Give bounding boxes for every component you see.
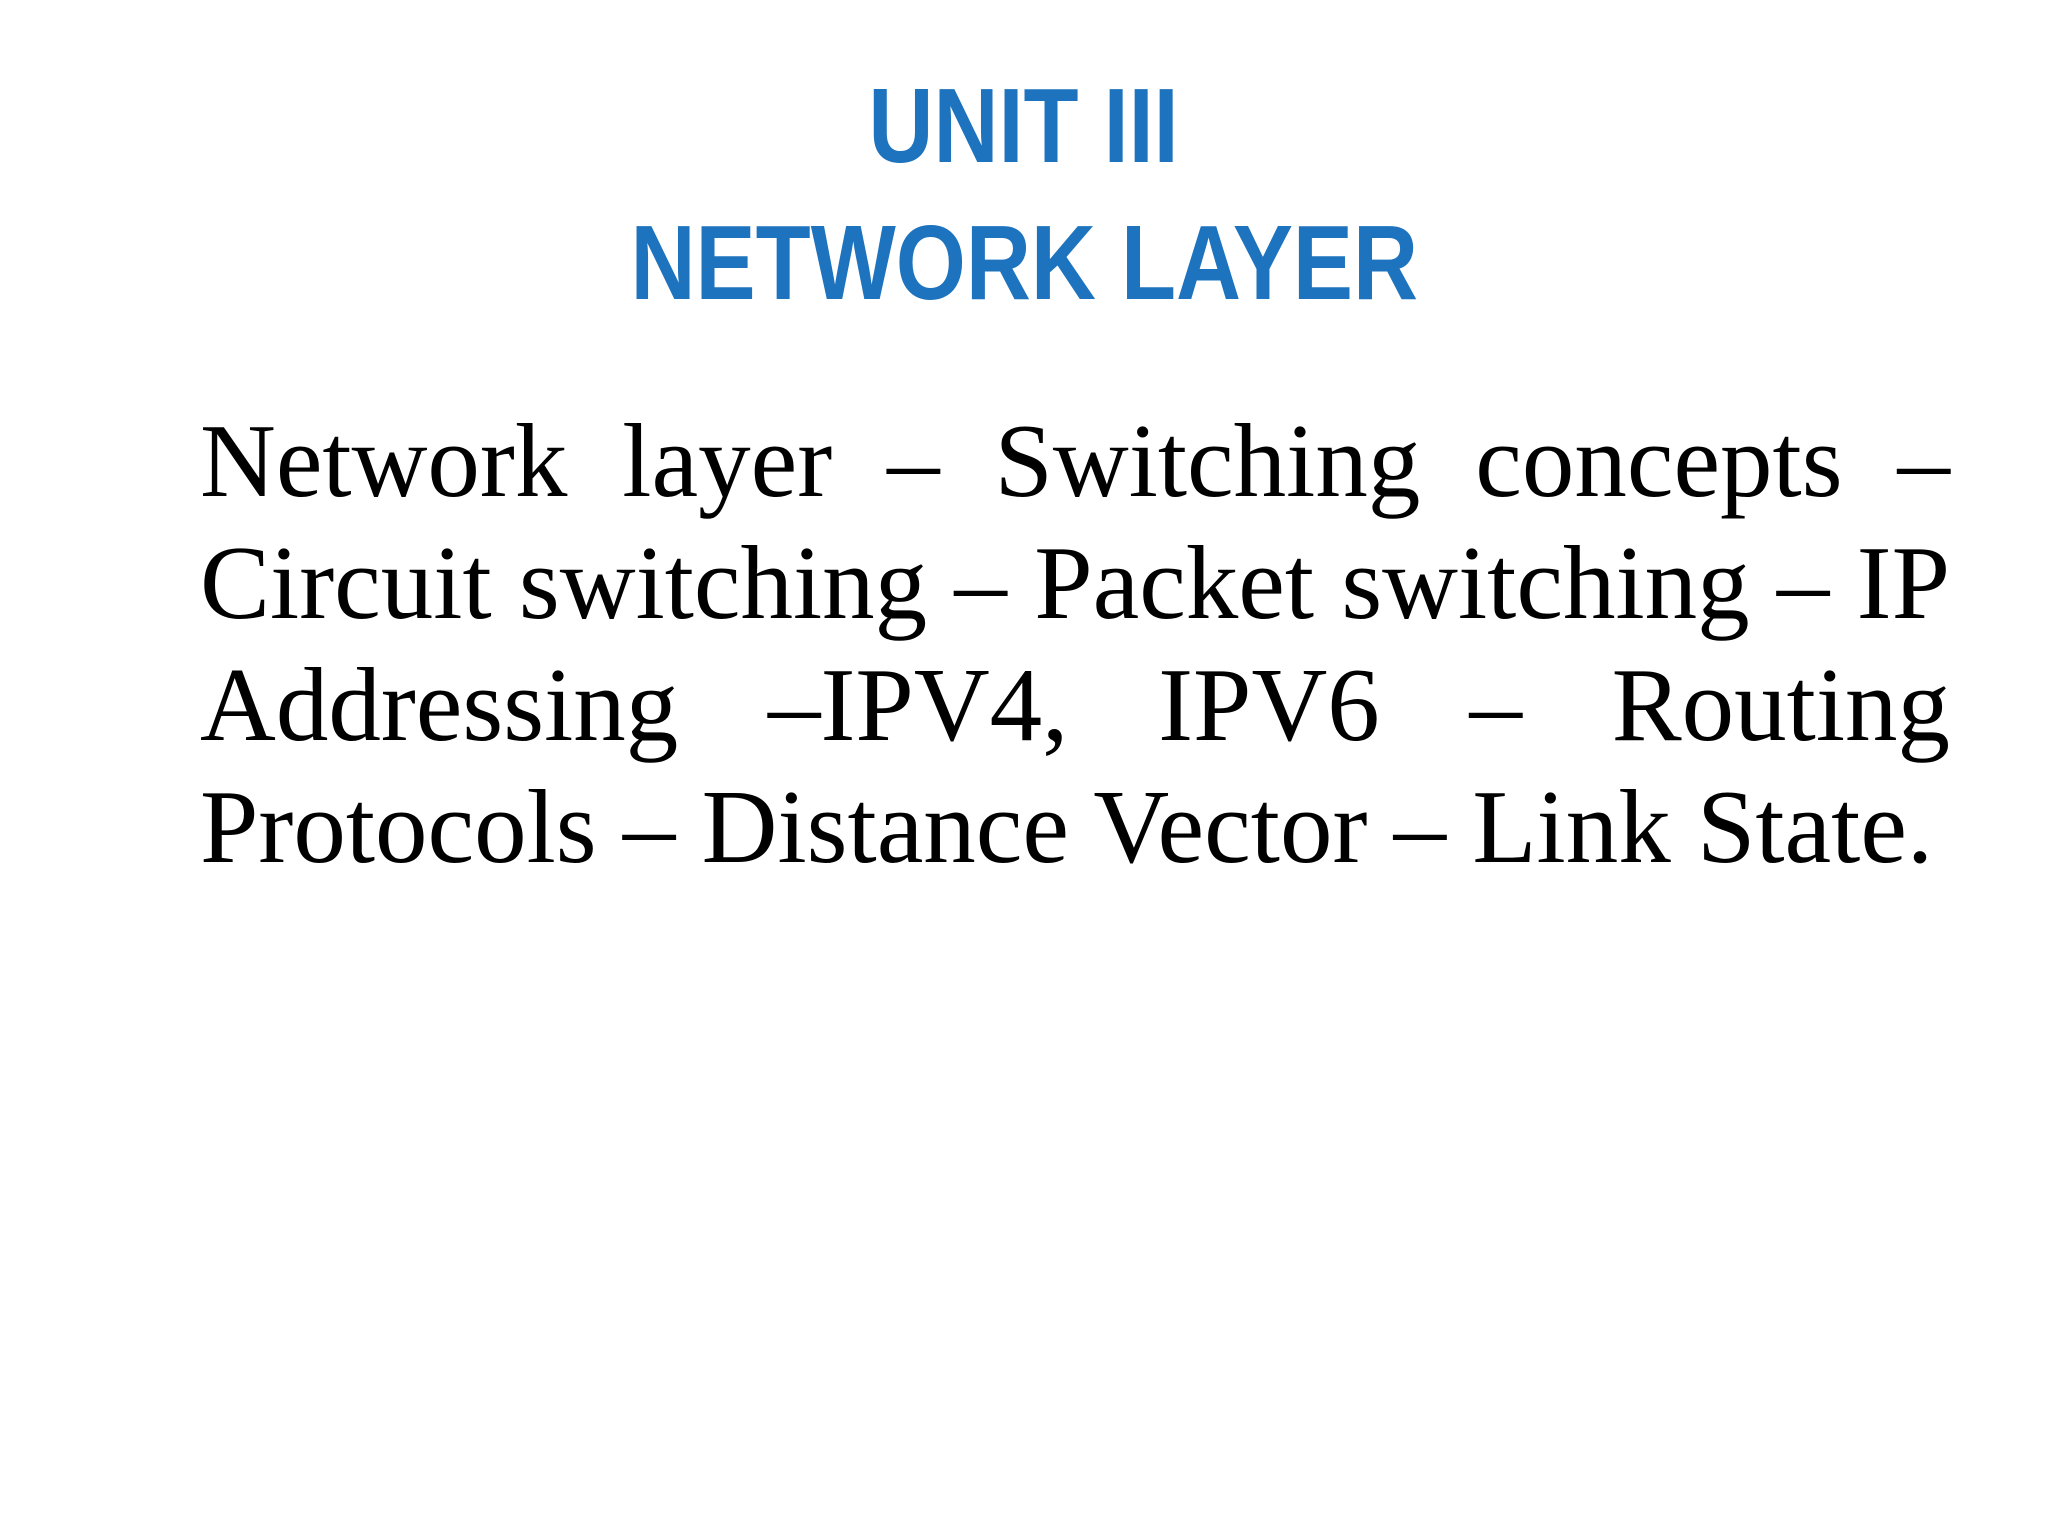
slide-title: UNIT III NETWORK LAYER [0, 58, 2048, 332]
title-line-1: UNIT III [0, 58, 2048, 195]
body-line-4: Protocols – Distance Vector – Link State… [200, 768, 1934, 885]
body-line-1: Network layer – Switching concepts – [200, 402, 1950, 519]
title-line-2-text: NETWORK LAYER [630, 204, 1418, 322]
title-line-2: NETWORK LAYER [0, 195, 2048, 332]
body-paragraph: Network layer – Switching concepts – Cir… [200, 400, 1950, 888]
body-line-3: Addressing –IPV4, IPV6 – Routing [200, 646, 1950, 763]
title-line-1-text: UNIT III [868, 67, 1180, 185]
body-line-2: Circuit switching – Packet switching – I… [200, 524, 1950, 641]
